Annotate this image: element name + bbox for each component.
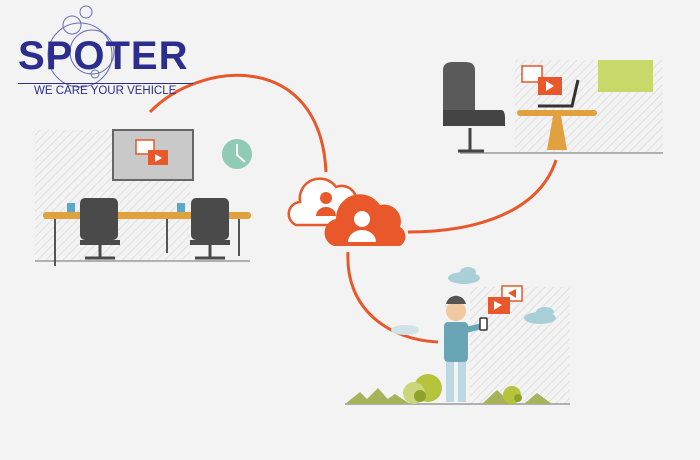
office-scene — [35, 129, 252, 266]
video-chat-icon — [488, 285, 523, 314]
office-chair-right — [190, 198, 230, 260]
clock-icon — [222, 139, 252, 169]
lounge-scene — [443, 60, 663, 154]
lounge-chair — [443, 62, 505, 153]
arc-cloud-to-person — [346, 251, 439, 344]
clouds — [391, 267, 556, 335]
logo-divider — [18, 83, 193, 84]
connection-lines — [148, 73, 558, 344]
hills — [345, 388, 552, 404]
video-chat-icon — [521, 65, 562, 95]
laptop — [538, 79, 580, 108]
logo-wordmark: SPOTER — [18, 34, 189, 78]
outdoor-scene — [345, 267, 570, 405]
office-chair-left — [80, 198, 120, 260]
person-with-phone — [444, 295, 488, 402]
logo-gear-graphic — [47, 5, 115, 88]
bushes — [403, 374, 522, 404]
spoter-logo: SPOTER WE CARE YOUR VEHICLE — [14, 4, 199, 99]
arc-cloud-to-office — [407, 159, 558, 234]
video-chat-icon — [135, 139, 168, 165]
round-table — [517, 110, 597, 150]
arc-logo-to-cloud — [148, 73, 328, 173]
world-map — [598, 60, 653, 92]
cloud-users-icon — [287, 177, 406, 246]
logo-tagline: WE CARE YOUR VEHICLE — [34, 85, 177, 97]
